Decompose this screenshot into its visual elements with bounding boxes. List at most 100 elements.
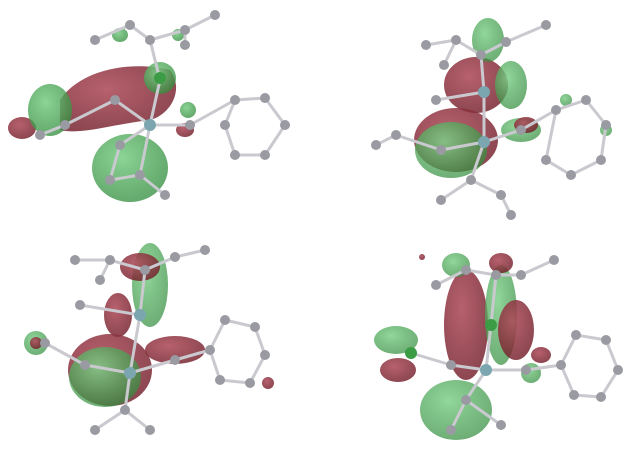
orbital-lobe-negative bbox=[419, 254, 425, 260]
metal-atom bbox=[144, 119, 156, 131]
carbon-atom bbox=[205, 345, 215, 355]
carbon-atom bbox=[260, 150, 270, 160]
carbon-atom bbox=[501, 37, 511, 47]
carbon-atom bbox=[446, 360, 456, 370]
orbital-lobe-positive bbox=[92, 134, 168, 202]
carbon-atom bbox=[250, 322, 260, 332]
metal-atom bbox=[124, 367, 136, 379]
carbon-atom bbox=[549, 255, 559, 265]
orbital-lobe-negative bbox=[444, 57, 508, 113]
orbital-lobe-negative bbox=[30, 337, 42, 349]
atom-set bbox=[371, 20, 611, 220]
halide-atom bbox=[154, 72, 166, 84]
carbon-atom bbox=[371, 140, 381, 150]
carbon-atom bbox=[466, 175, 476, 185]
carbon-atom bbox=[496, 190, 506, 200]
carbon-atom bbox=[506, 210, 516, 220]
carbon-atom bbox=[451, 35, 461, 45]
carbon-atom bbox=[260, 93, 270, 103]
orbital-lobe-positive bbox=[420, 380, 492, 440]
orbital-panel-top-right bbox=[316, 0, 632, 225]
carbon-atom bbox=[461, 265, 471, 275]
carbon-atom bbox=[170, 355, 180, 365]
carbon-atom bbox=[421, 40, 431, 50]
orbital-lobe-negative bbox=[262, 377, 274, 389]
carbon-atom bbox=[556, 360, 566, 370]
carbon-atom bbox=[220, 120, 230, 130]
carbon-atom bbox=[140, 265, 150, 275]
carbon-atom bbox=[105, 175, 115, 185]
carbon-atom bbox=[280, 120, 290, 130]
carbon-atom bbox=[90, 35, 100, 45]
carbon-atom bbox=[566, 170, 576, 180]
carbon-atom bbox=[145, 35, 155, 45]
orbital-lobe-negative bbox=[498, 300, 534, 360]
carbon-atom bbox=[541, 155, 551, 165]
carbon-atom bbox=[491, 270, 501, 280]
carbon-atom bbox=[120, 405, 130, 415]
carbon-atom bbox=[135, 170, 145, 180]
atom-set bbox=[40, 245, 270, 435]
orbital-svg-top-left bbox=[8, 10, 290, 202]
orbital-lobe-negative bbox=[489, 253, 513, 273]
carbon-atom bbox=[115, 140, 125, 150]
carbon-atom bbox=[245, 378, 255, 388]
carbon-atom bbox=[569, 390, 579, 400]
carbon-atom bbox=[496, 420, 506, 430]
carbon-atom bbox=[170, 252, 180, 262]
orbital-panel-bottom-left bbox=[0, 225, 316, 450]
carbon-atom bbox=[220, 315, 230, 325]
atom-set bbox=[405, 255, 623, 435]
carbon-atom bbox=[476, 50, 486, 60]
carbon-atom bbox=[35, 130, 45, 140]
carbon-atom bbox=[230, 150, 240, 160]
orbital-lobe-negative bbox=[444, 270, 488, 380]
carbon-atom bbox=[391, 130, 401, 140]
carbon-atom bbox=[95, 275, 105, 285]
orbital-panel-bottom-right bbox=[316, 225, 632, 450]
carbon-atom bbox=[145, 425, 155, 435]
orbital-lobe-negative bbox=[380, 358, 416, 382]
carbon-atom bbox=[75, 300, 85, 310]
orbital-svg-top-right bbox=[371, 18, 612, 220]
carbon-atom bbox=[260, 350, 270, 360]
carbon-atom bbox=[125, 20, 135, 30]
carbon-atom bbox=[431, 280, 441, 290]
carbon-atom bbox=[180, 40, 190, 50]
orbital-lobe-negative bbox=[120, 253, 160, 281]
carbon-atom bbox=[516, 125, 526, 135]
carbon-atom bbox=[60, 120, 70, 130]
orbital-lobe-positive bbox=[415, 122, 487, 178]
carbon-atom bbox=[436, 195, 446, 205]
orbital-lobe-negative bbox=[8, 117, 36, 139]
carbon-atom bbox=[80, 360, 90, 370]
orbital-lobe-positive bbox=[180, 102, 196, 118]
orbital-svg-bottom-left bbox=[24, 243, 274, 435]
carbon-atom bbox=[596, 392, 606, 402]
carbon-atom bbox=[210, 10, 220, 20]
carbon-atom bbox=[596, 155, 606, 165]
carbon-atom bbox=[185, 120, 195, 130]
carbon-atom bbox=[571, 330, 581, 340]
carbon-atom bbox=[601, 335, 611, 345]
orbital-lobe-positive bbox=[495, 61, 527, 109]
halide-atom bbox=[405, 347, 417, 359]
carbon-atom bbox=[541, 20, 551, 30]
metal-atom bbox=[478, 136, 490, 148]
carbon-atom bbox=[90, 425, 100, 435]
carbon-atom bbox=[40, 338, 50, 348]
carbon-atom bbox=[200, 245, 210, 255]
carbon-atom bbox=[461, 395, 471, 405]
carbon-atom bbox=[516, 270, 526, 280]
orbital-lobe-negative bbox=[104, 293, 132, 337]
carbon-atom bbox=[521, 365, 531, 375]
carbon-atom bbox=[110, 95, 120, 105]
carbon-atom bbox=[551, 105, 561, 115]
orbital-lobe-positive bbox=[560, 94, 572, 106]
carbon-atom bbox=[581, 95, 591, 105]
carbon-atom bbox=[613, 365, 623, 375]
orbital-panel-top-left bbox=[0, 0, 316, 225]
carbon-atom bbox=[439, 60, 449, 70]
orbital-lobe-positive bbox=[374, 326, 418, 354]
carbon-atom bbox=[180, 25, 190, 35]
